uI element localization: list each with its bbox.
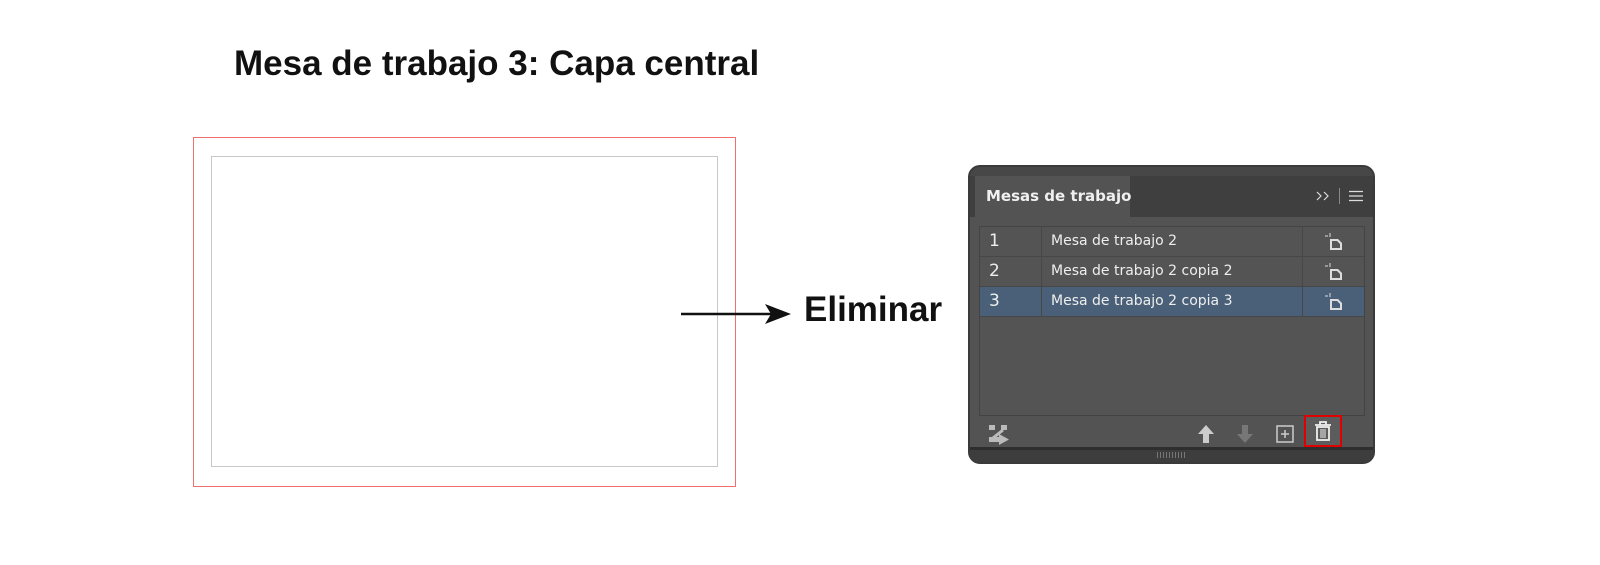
delete-annotation-label: Eliminar [804, 290, 943, 329]
panel-resize-bar[interactable] [970, 447, 1373, 462]
rearrange-artboards-icon[interactable] [986, 421, 1012, 447]
artboard-number: 1 [980, 227, 1042, 256]
panel-tabbar: Mesas de trabajo [970, 167, 1373, 217]
artboard [211, 156, 718, 467]
artboard-name[interactable]: Mesa de trabajo 2 copia 3 [1042, 287, 1303, 316]
trash-icon [1315, 421, 1331, 441]
artboard-options-icon[interactable] [1303, 262, 1364, 281]
move-down-icon[interactable] [1232, 421, 1258, 447]
panel-header-strip [970, 167, 1373, 176]
divider [1339, 188, 1340, 204]
artboard-name[interactable]: Mesa de trabajo 2 [1042, 227, 1303, 256]
arrow-right-icon [681, 304, 791, 324]
artboard-name[interactable]: Mesa de trabajo 2 copia 2 [1042, 257, 1303, 286]
resize-grip-icon[interactable] [1157, 452, 1187, 458]
delete-artboard-button[interactable] [1304, 415, 1342, 447]
collapse-panel-icon[interactable] [1316, 191, 1330, 201]
page-title: Mesa de trabajo 3: Capa central [234, 44, 760, 83]
move-up-icon[interactable] [1193, 421, 1219, 447]
new-artboard-icon[interactable] [1272, 421, 1298, 447]
artboard-bleed-outline [193, 137, 736, 487]
artboard-options-icon[interactable] [1303, 232, 1364, 251]
artboard-number: 3 [980, 287, 1042, 316]
panel-footer [970, 415, 1373, 449]
artboards-panel: Mesas de trabajo 1 Mesa de trabajo 2 2 M… [968, 165, 1375, 464]
artboard-number: 2 [980, 257, 1042, 286]
artboard-list: 1 Mesa de trabajo 2 2 Mesa de trabajo 2 … [979, 226, 1365, 416]
list-item[interactable]: 2 Mesa de trabajo 2 copia 2 [980, 257, 1364, 287]
tab-artboards[interactable]: Mesas de trabajo [975, 176, 1131, 217]
panel-menu-icon[interactable] [1349, 190, 1363, 202]
artboard-options-icon[interactable] [1303, 292, 1364, 311]
list-item[interactable]: 1 Mesa de trabajo 2 [980, 227, 1364, 257]
list-item-selected[interactable]: 3 Mesa de trabajo 2 copia 3 [980, 287, 1364, 317]
